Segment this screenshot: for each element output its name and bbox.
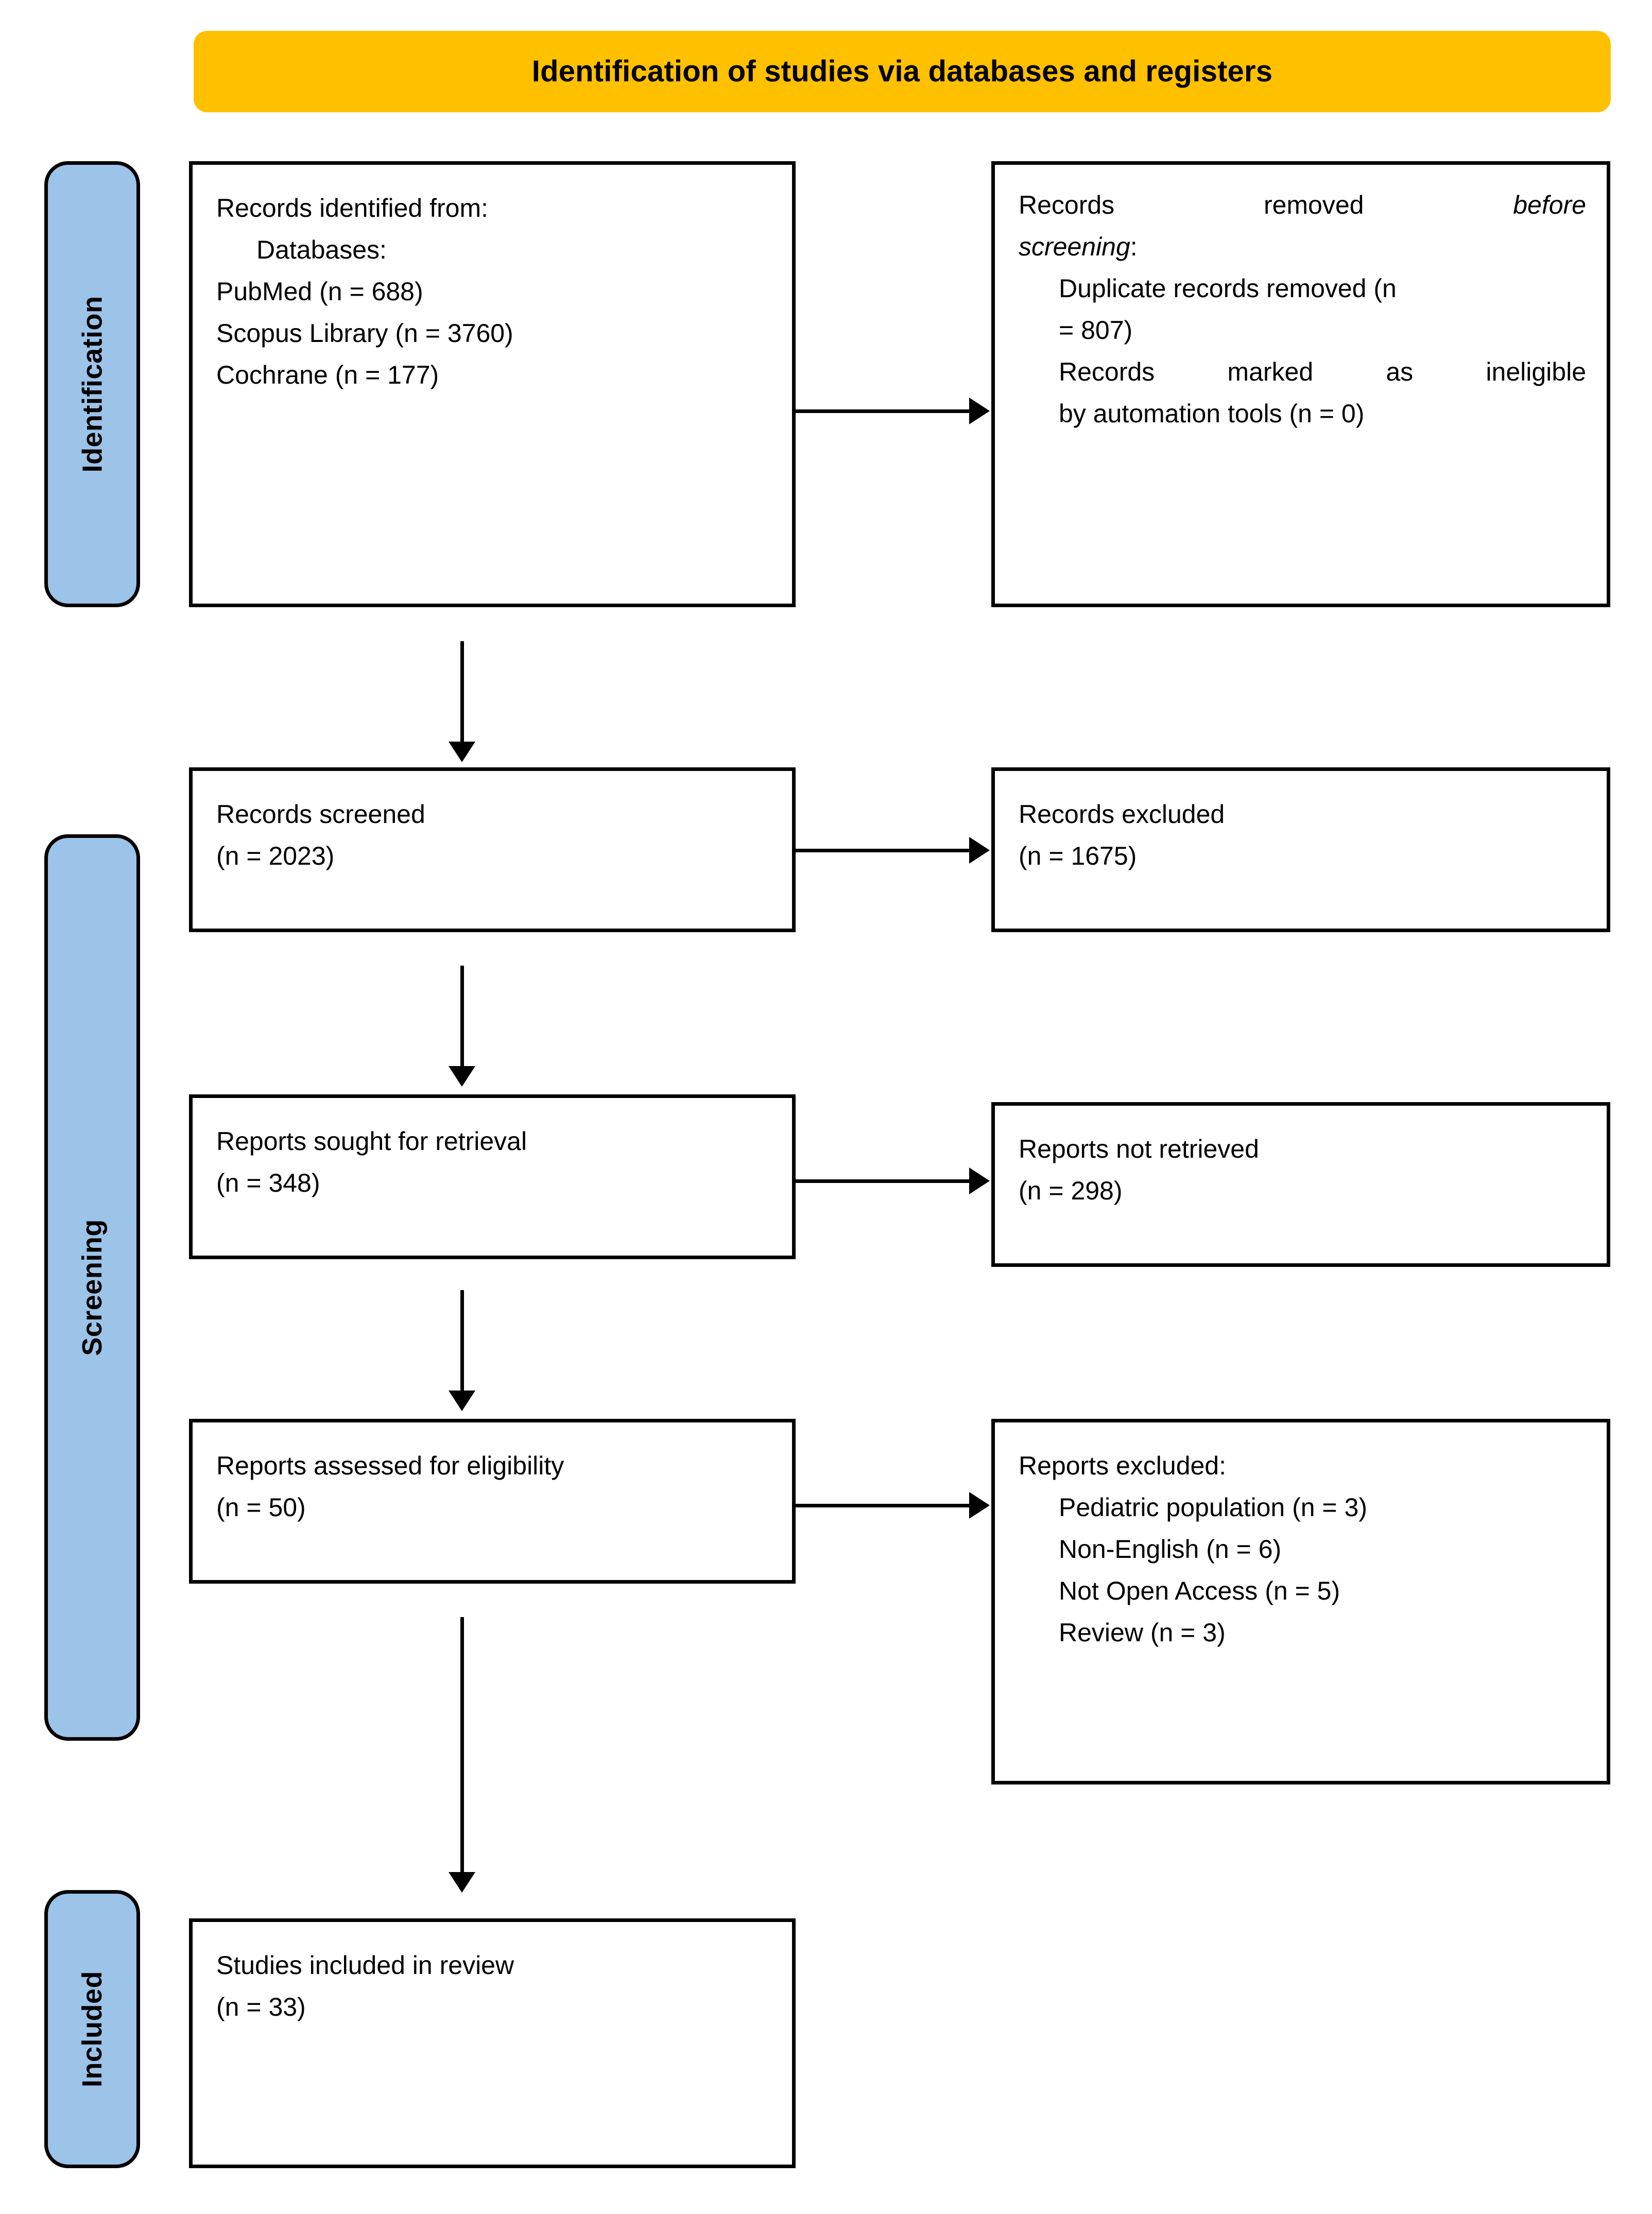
records-removed-heading-emphasis: before bbox=[1513, 191, 1586, 219]
arrow-assessed-to-excluded-head bbox=[969, 1492, 990, 1519]
reports-excluded-reason-not-open-access: Not Open Access (n = 5) bbox=[1059, 1576, 1340, 1605]
arrow-screened-to-sought-head bbox=[449, 1066, 475, 1087]
reports-excluded-reason-review: Review (n = 3) bbox=[1059, 1618, 1226, 1647]
records-removed-item-duplicate-1: Duplicate records removed (n bbox=[1059, 274, 1397, 303]
reports-not-retrieved-count: (n = 298) bbox=[1019, 1176, 1123, 1205]
records-identified-subheading: Databases: bbox=[256, 235, 387, 264]
records-identified-source-cochrane: Cochrane (n = 177) bbox=[216, 361, 439, 389]
records-removed-item-duplicate-2: = 807) bbox=[1059, 316, 1133, 345]
records-identified-heading: Records identified from: bbox=[216, 194, 489, 222]
stage-label-screening: Screening bbox=[44, 834, 140, 1741]
reports-assessed-label: Reports assessed for eligibility bbox=[216, 1451, 564, 1480]
studies-included-count: (n = 33) bbox=[216, 1993, 306, 2021]
reports-excluded-reason-non-english: Non-English (n = 6) bbox=[1059, 1535, 1282, 1564]
box-records-screened: Records screened (n = 2023) bbox=[189, 767, 796, 932]
box-records-removed: Records removed before screening: Duplic… bbox=[991, 161, 1610, 607]
box-studies-included: Studies included in review (n = 33) bbox=[189, 1918, 796, 2168]
stage-label-included-text: Included bbox=[77, 1970, 108, 2088]
arrow-assessed-to-excluded-line bbox=[796, 1504, 971, 1507]
records-excluded-label: Records excluded bbox=[1019, 800, 1225, 829]
arrow-identified-to-removed-line bbox=[796, 409, 971, 413]
records-identified-source-pubmed: PubMed (n = 688) bbox=[216, 277, 423, 306]
box-reports-not-retrieved: Reports not retrieved (n = 298) bbox=[991, 1102, 1610, 1267]
box-records-excluded: Records excluded (n = 1675) bbox=[991, 767, 1610, 932]
box-reports-sought: Reports sought for retrieval (n = 348) bbox=[189, 1094, 796, 1259]
box-reports-assessed: Reports assessed for eligibility (n = 50… bbox=[189, 1419, 796, 1584]
box-reports-excluded: Reports excluded: Pediatric population (… bbox=[991, 1419, 1610, 1784]
arrow-screened-to-sought-line bbox=[460, 966, 464, 1069]
arrow-assessed-to-included-line bbox=[460, 1617, 464, 1875]
reports-excluded-reason-pediatric: Pediatric population (n = 3) bbox=[1059, 1493, 1367, 1522]
arrow-screened-to-excluded-head bbox=[969, 837, 990, 864]
reports-sought-count: (n = 348) bbox=[216, 1169, 320, 1197]
arrow-identified-to-removed-head bbox=[969, 398, 990, 424]
reports-sought-label: Reports sought for retrieval bbox=[216, 1127, 527, 1156]
records-removed-heading-line2: screening: bbox=[1019, 232, 1138, 261]
stage-label-screening-text: Screening bbox=[77, 1219, 108, 1356]
records-removed-item-ineligible-2: by automation tools (n = 0) bbox=[1059, 399, 1365, 428]
records-identified-source-scopus: Scopus Library (n = 3760) bbox=[216, 319, 513, 348]
studies-included-label: Studies included in review bbox=[216, 1951, 514, 1980]
records-removed-item-ineligible-1: Records marked as ineligible bbox=[1059, 357, 1586, 386]
stage-label-included: Included bbox=[44, 1890, 140, 2168]
records-removed-heading: Records removed before bbox=[1019, 191, 1586, 219]
records-excluded-count: (n = 1675) bbox=[1019, 842, 1137, 870]
records-screened-label: Records screened bbox=[216, 800, 425, 829]
stage-label-identification-text: Identification bbox=[77, 296, 108, 473]
records-screened-count: (n = 2023) bbox=[216, 842, 335, 870]
arrow-sought-to-assessed-line bbox=[460, 1290, 464, 1393]
stage-label-identification: Identification bbox=[44, 161, 140, 607]
arrow-assessed-to-included-head bbox=[449, 1872, 475, 1893]
arrow-sought-to-not-retrieved-head bbox=[969, 1168, 990, 1194]
diagram-header-banner: Identification of studies via databases … bbox=[194, 31, 1611, 112]
arrow-identified-to-screened-head bbox=[449, 742, 475, 762]
arrow-sought-to-assessed-head bbox=[449, 1391, 475, 1411]
arrow-sought-to-not-retrieved-line bbox=[796, 1179, 971, 1183]
reports-not-retrieved-label: Reports not retrieved bbox=[1019, 1135, 1259, 1163]
box-records-identified: Records identified from: Databases: PubM… bbox=[189, 161, 796, 607]
reports-excluded-heading: Reports excluded: bbox=[1019, 1451, 1227, 1480]
arrow-screened-to-excluded-line bbox=[796, 849, 971, 852]
reports-assessed-count: (n = 50) bbox=[216, 1493, 306, 1522]
arrow-identified-to-screened-line bbox=[460, 641, 464, 744]
diagram-title: Identification of studies via databases … bbox=[531, 55, 1273, 89]
